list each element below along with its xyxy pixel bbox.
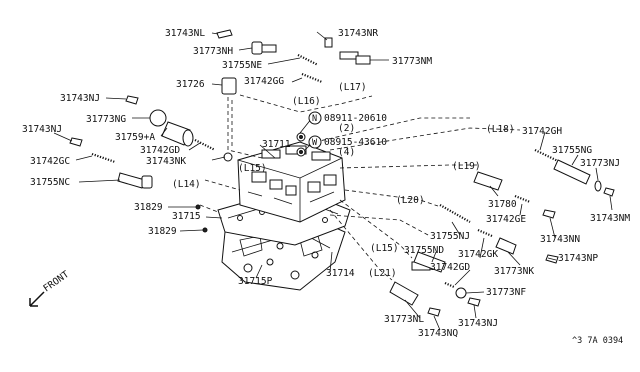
label-31743NJ-a: 31743NJ [60, 93, 100, 104]
line-label-L14: (L14) [172, 179, 201, 190]
label-31742GK: 31742GK [458, 249, 498, 260]
bolt-w-marker [308, 135, 322, 149]
bolt-w-code: W [312, 138, 318, 148]
routing-lines [199, 90, 521, 281]
label-31755ND: 31755ND [404, 245, 444, 256]
bolt-w-part: 08915-43610 [324, 137, 387, 148]
bolt-n-code: N [312, 114, 317, 124]
line-label-L16: (L16) [292, 96, 321, 107]
label-31743NN: 31743NN [540, 234, 580, 245]
label-31743NK: 31743NK [146, 156, 186, 167]
label-31742GG: 31742GG [244, 76, 284, 87]
label-31759A: 31759+A [115, 132, 155, 143]
label-31755NE: 31755NE [222, 60, 262, 71]
label-31742GD-a: 31742GD [140, 145, 180, 156]
bolt-w-qty: (4) [338, 147, 355, 158]
label-31743NQ: 31743NQ [418, 328, 458, 339]
label-31755NJ: 31755NJ [430, 231, 470, 242]
label-31743NR: 31743NR [338, 28, 378, 39]
label-31726: 31726 [176, 79, 205, 90]
label-31743NJ-c: 31743NJ [458, 318, 498, 329]
label-31773NM: 31773NM [392, 56, 432, 67]
label-31742GC: 31742GC [30, 156, 70, 167]
line-labels: (L14) (L15) (L15) (L16) (L17) (L18) (L19… [172, 82, 515, 279]
front-arrow-icon [29, 291, 45, 307]
label-31715: 31715 [172, 211, 201, 222]
front-arrow: FRONT [29, 269, 71, 307]
leader-lines [53, 31, 613, 331]
label-31829-a: 31829 [134, 202, 163, 213]
line-label-L18: (L18) [486, 124, 515, 135]
bolt-labels: N 08911-20610 (2) W 08915-43610 (4) [312, 113, 387, 158]
label-31829-b: 31829 [148, 226, 177, 237]
line-label-L15-a: (L15) [238, 163, 267, 174]
part-labels: 31743NL 31743NR 31773NH 31773NM 31755NE … [22, 28, 630, 339]
line-label-L19: (L19) [452, 161, 481, 172]
bolt-n-marker [308, 111, 322, 125]
bolt-n-part: 08911-20610 [324, 113, 387, 124]
label-31773NH: 31773NH [193, 46, 233, 57]
line-label-L17: (L17) [338, 82, 367, 93]
label-31773NG: 31773NG [86, 114, 126, 125]
label-31743NM: 31743NM [590, 213, 630, 224]
label-31742GH: 31742GH [522, 126, 562, 137]
label-31715P: 31715P [238, 276, 273, 287]
label-31773NF: 31773NF [486, 287, 526, 298]
line-label-L21: (L21) [368, 268, 397, 279]
label-31742GD-b: 31742GD [430, 262, 470, 273]
label-31773NL: 31773NL [384, 314, 424, 325]
diagram-code: ^3 7A 0394 [572, 336, 623, 346]
valve-body-assembly [217, 141, 351, 291]
label-31755NG: 31755NG [552, 145, 592, 156]
valve-parts [69, 29, 615, 317]
bolt-n-qty: (2) [338, 123, 355, 134]
label-31755NC: 31755NC [30, 177, 70, 188]
line-label-L20: (L20) [396, 195, 425, 206]
label-31742GE: 31742GE [486, 214, 526, 225]
front-label: FRONT [41, 269, 71, 295]
label-31743NL: 31743NL [165, 28, 205, 39]
label-31780: 31780 [488, 199, 517, 210]
label-31711: 31711 [262, 139, 291, 150]
line-label-L15-b: (L15) [370, 243, 399, 254]
label-31714: 31714 [326, 268, 355, 279]
label-31773NK: 31773NK [494, 266, 534, 277]
label-31773NJ: 31773NJ [580, 158, 620, 169]
label-31743NJ-b: 31743NJ [22, 124, 62, 135]
label-31743NP: 31743NP [558, 253, 598, 264]
